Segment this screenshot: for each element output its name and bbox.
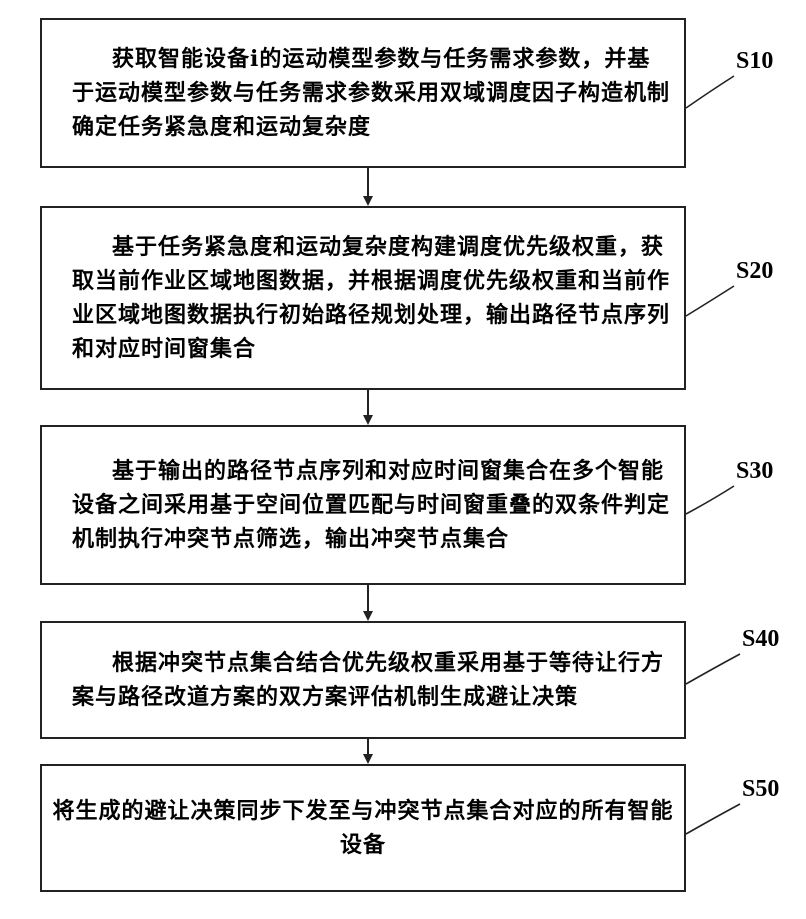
step-text-s40: 根据冲突节点集合结合优先级权重采用基于等待让行方案与路径改道方案的双方案评估机制… [42,646,684,714]
leader-s10 [686,76,734,108]
leader-s30 [686,486,734,514]
leader-s40 [686,654,740,684]
leader-s50 [686,804,740,834]
step-label-s40: S40 [742,626,779,653]
step-label-s20: S20 [736,258,773,285]
step-box-s30: 基于输出的路径节点序列和对应时间窗集合在多个智能设备之间采用基于空间位置匹配与时… [40,425,686,585]
step-label-s50: S50 [742,776,779,803]
step-label-s30: S30 [736,458,773,485]
leader-s20 [686,286,734,316]
step-box-s20: 基于任务紧急度和运动复杂度构建调度优先级权重，获取当前作业区域地图数据，并根据调… [40,206,686,390]
step-box-s50: 将生成的避让决策同步下发至与冲突节点集合对应的所有智能设备 [40,764,686,892]
step-text-s30: 基于输出的路径节点序列和对应时间窗集合在多个智能设备之间采用基于空间位置匹配与时… [42,454,684,556]
step-text-s10: 获取智能设备i的运动模型参数与任务需求参数，并基于运动模型参数与任务需求参数采用… [42,42,684,144]
step-text-s50: 将生成的避让决策同步下发至与冲突节点集合对应的所有智能设备 [42,794,684,862]
step-text-s20: 基于任务紧急度和运动复杂度构建调度优先级权重，获取当前作业区域地图数据，并根据调… [42,230,684,366]
step-label-s10: S10 [736,48,773,75]
step-box-s10: 获取智能设备i的运动模型参数与任务需求参数，并基于运动模型参数与任务需求参数采用… [40,18,686,168]
step-box-s40: 根据冲突节点集合结合优先级权重采用基于等待让行方案与路径改道方案的双方案评估机制… [40,621,686,739]
